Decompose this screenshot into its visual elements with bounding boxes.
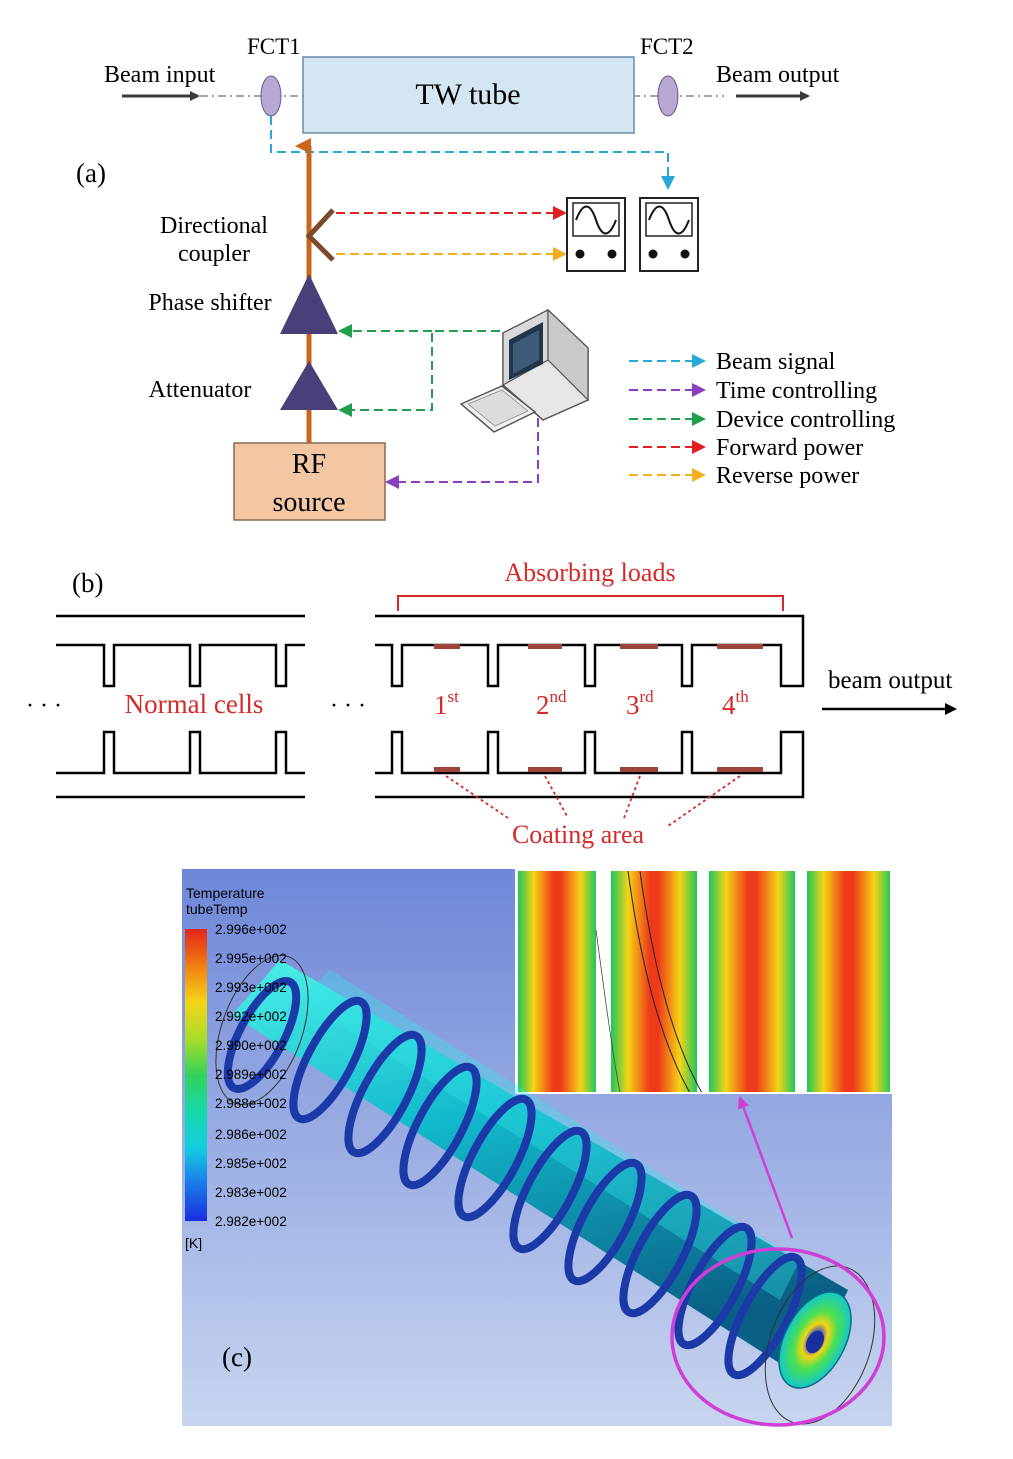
scale-value-7: 2.988e+002 [215, 1096, 287, 1111]
rf-source-label-2: source [272, 487, 345, 518]
fct1-label: FCT1 [247, 34, 301, 59]
beam-input-label: Beam input [104, 62, 216, 88]
scale-value-10: 2.983e+002 [215, 1185, 287, 1200]
tw-tube-label: TW tube [415, 78, 520, 111]
tube-3d-model [215, 954, 876, 1425]
oscilloscope-2 [639, 197, 699, 272]
scale-value-9: 2.985e+002 [215, 1156, 287, 1171]
scale-value-3: 2.993e+002 [215, 980, 287, 995]
fct2-label: FCT2 [640, 34, 694, 59]
rf-source-box [233, 442, 386, 521]
coating-area-label: Coating area [512, 820, 645, 849]
absorbing-loads-bracket [397, 595, 784, 611]
scale-value-2: 2.995e+002 [215, 951, 287, 966]
scale-unit: [K] [185, 1235, 202, 1251]
panel-c: Temperature tubeTemp 2.996e+002 2.995e+0… [182, 869, 892, 1427]
temperature-color-scale: Temperature tubeTemp 2.996e+002 2.995e+0… [185, 885, 287, 1251]
inset-temperature-detail [515, 869, 892, 1094]
legend-label-device-controlling: Device controlling [716, 407, 895, 433]
ordinal-2: 2nd [536, 687, 567, 720]
ordinal-3: 3rd [626, 687, 654, 720]
scale-value-6: 2.989e+002 [215, 1067, 287, 1082]
scale-value-8: 2.986e+002 [215, 1127, 287, 1142]
beam-output-label: Beam output [716, 62, 840, 88]
scale-value-11: 2.982e+002 [215, 1214, 287, 1229]
panel-b-label: (b) [72, 568, 103, 598]
panel-a: (a) Beam input Beam output FCT1 FCT2 TW … [76, 34, 895, 521]
fct1-ellipse [260, 75, 282, 117]
tw-tube-box [302, 56, 635, 134]
device-control-line-attenuator [338, 330, 500, 417]
highlight-arrow [737, 1096, 794, 1239]
ellipsis-mid: · · · [330, 693, 366, 719]
ordinal-labels: 1st 2nd 3rd 4th [434, 687, 749, 720]
directional-coupler-label-2: coupler [178, 241, 250, 267]
highlight-ring [670, 1247, 886, 1427]
scale-title-1: Temperature [186, 885, 265, 901]
panel-a-label: (a) [76, 158, 106, 188]
legend-label-reverse-power: Reverse power [716, 463, 859, 489]
ordinal-4: 4th [722, 687, 749, 720]
panel-b: (b) Absorbing loads Normal cells · · · ·… [26, 558, 957, 849]
scale-value-1: 2.996e+002 [215, 922, 287, 937]
scale-value-4: 2.992e+002 [215, 1009, 287, 1024]
legend-label-beam-signal: Beam signal [716, 349, 836, 375]
scale-bar [185, 929, 207, 1221]
directional-coupler-symbol [305, 208, 335, 262]
computer-icon [459, 308, 589, 433]
rf-source-label-1: RF [292, 449, 326, 480]
legend-label-time-controlling: Time controlling [716, 378, 877, 404]
phase-shifter-label: Phase shifter [148, 290, 271, 316]
attenuator-symbol [280, 361, 338, 410]
scale-value-5: 2.990e+002 [215, 1038, 287, 1053]
absorbing-loads-label: Absorbing loads [504, 558, 675, 587]
beam-output-b-label: beam output [828, 667, 952, 694]
ordinal-1: 1st [434, 687, 459, 720]
scale-title-2: tubeTemp [186, 901, 248, 917]
directional-coupler-label-1: Directional [160, 213, 268, 239]
fct2-ellipse [657, 75, 679, 117]
phase-shifter-symbol [280, 274, 338, 334]
ellipsis-left: · · · [26, 693, 62, 719]
normal-cells-label: Normal cells [125, 689, 264, 719]
coating-area-leaders [445, 775, 741, 827]
attenuator-label: Attenuator [149, 377, 252, 403]
legend-label-forward-power: Forward power [716, 435, 863, 461]
beam-signal-line [270, 116, 675, 190]
legend-a: Beam signal Time controlling Device cont… [629, 349, 895, 489]
oscilloscope-1 [566, 197, 626, 272]
coating-strips [434, 644, 763, 772]
time-control-line [385, 404, 539, 489]
normal-cells-structure [56, 614, 305, 799]
panel-c-label: (c) [222, 1342, 252, 1372]
